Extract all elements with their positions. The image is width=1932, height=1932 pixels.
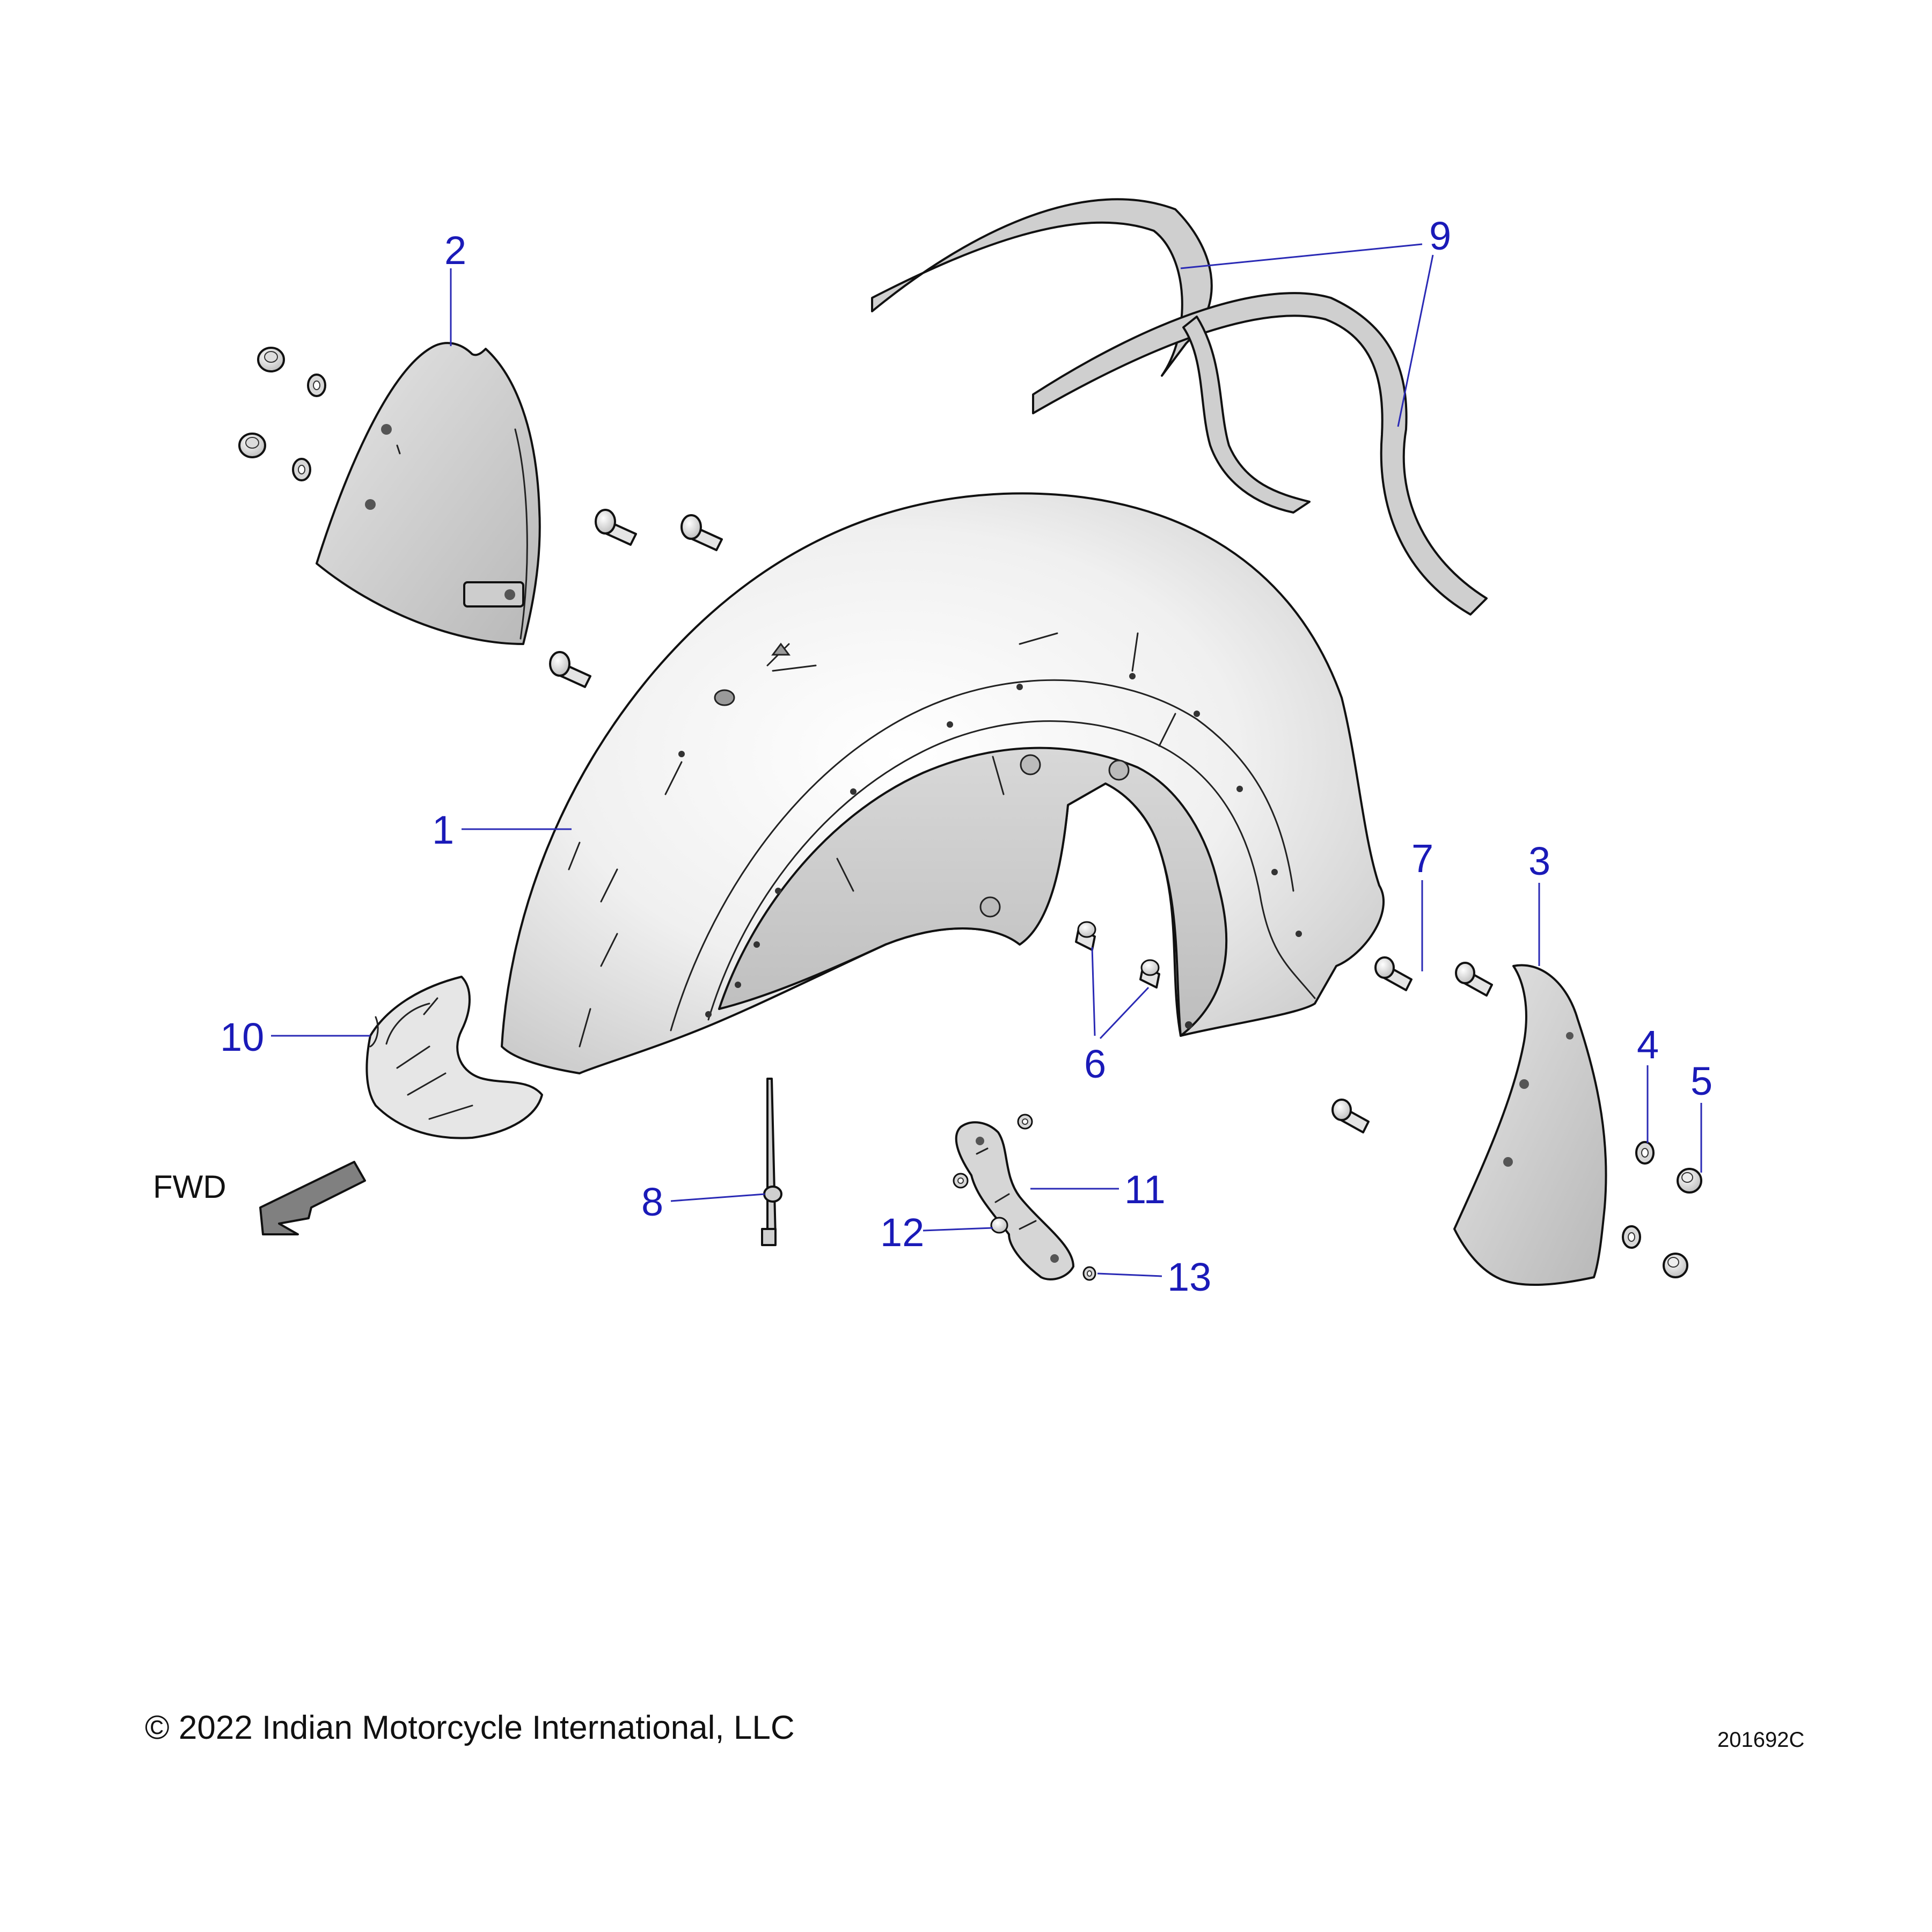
washer-part-13 <box>1082 1266 1096 1281</box>
stud-6a <box>1075 921 1096 951</box>
acorn-nut-part-5 <box>1677 1168 1702 1194</box>
bolt-left-1 <box>595 509 637 546</box>
bolt-right-7b <box>1455 962 1493 997</box>
rail-strip-lower <box>1032 292 1488 616</box>
washer-bracket-mid <box>953 1173 969 1189</box>
right-side-cover <box>1453 964 1607 1286</box>
callout-12: 12 <box>880 1210 924 1255</box>
acorn-nut-upper-left <box>257 347 285 372</box>
callout-1: 1 <box>432 808 454 852</box>
bolt-left-2 <box>680 514 723 551</box>
callout-10: 10 <box>220 1015 264 1059</box>
callout-5: 5 <box>1690 1059 1713 1103</box>
callout-7: 7 <box>1411 836 1433 881</box>
bolt-right-7a <box>1374 956 1413 991</box>
washer-part-4 <box>1635 1141 1655 1165</box>
cable-strap <box>761 1078 782 1246</box>
left-side-cover <box>316 342 541 645</box>
acorn-nut-lower-left <box>238 433 266 458</box>
callout-4: 4 <box>1637 1022 1659 1067</box>
nut-part-12 <box>990 1217 1008 1234</box>
callout-8: 8 <box>641 1180 663 1224</box>
washer-upper-left <box>307 374 326 397</box>
fwd-label: FWD <box>153 1169 226 1205</box>
callout-6: 6 <box>1084 1042 1106 1086</box>
copyright-text: © 2022 Indian Motorcycle International, … <box>145 1709 795 1746</box>
acorn-nut-lower-right <box>1663 1253 1688 1278</box>
stud-6b <box>1139 959 1160 989</box>
diagram-id: 201692C <box>1717 1728 1804 1752</box>
rail-strip-upper <box>871 198 1213 377</box>
leader-lines <box>271 243 1702 1277</box>
callout-11: 11 <box>1124 1167 1166 1212</box>
washer-lower-right <box>1622 1225 1641 1249</box>
callout-2: 2 <box>444 228 466 273</box>
bolt-right-7c <box>1331 1099 1370 1133</box>
forward-direction-arrow-icon <box>259 1161 366 1235</box>
rear-fender <box>501 492 1385 1074</box>
callout-13: 13 <box>1167 1255 1211 1299</box>
washer-lower-left <box>292 458 311 481</box>
fender-tip <box>365 976 543 1139</box>
washer-bracket-top <box>1017 1114 1033 1130</box>
callout-9: 9 <box>1429 214 1451 258</box>
bolt-left-3 <box>549 651 591 688</box>
license-bracket <box>955 1121 1074 1280</box>
callout-3: 3 <box>1528 839 1550 883</box>
